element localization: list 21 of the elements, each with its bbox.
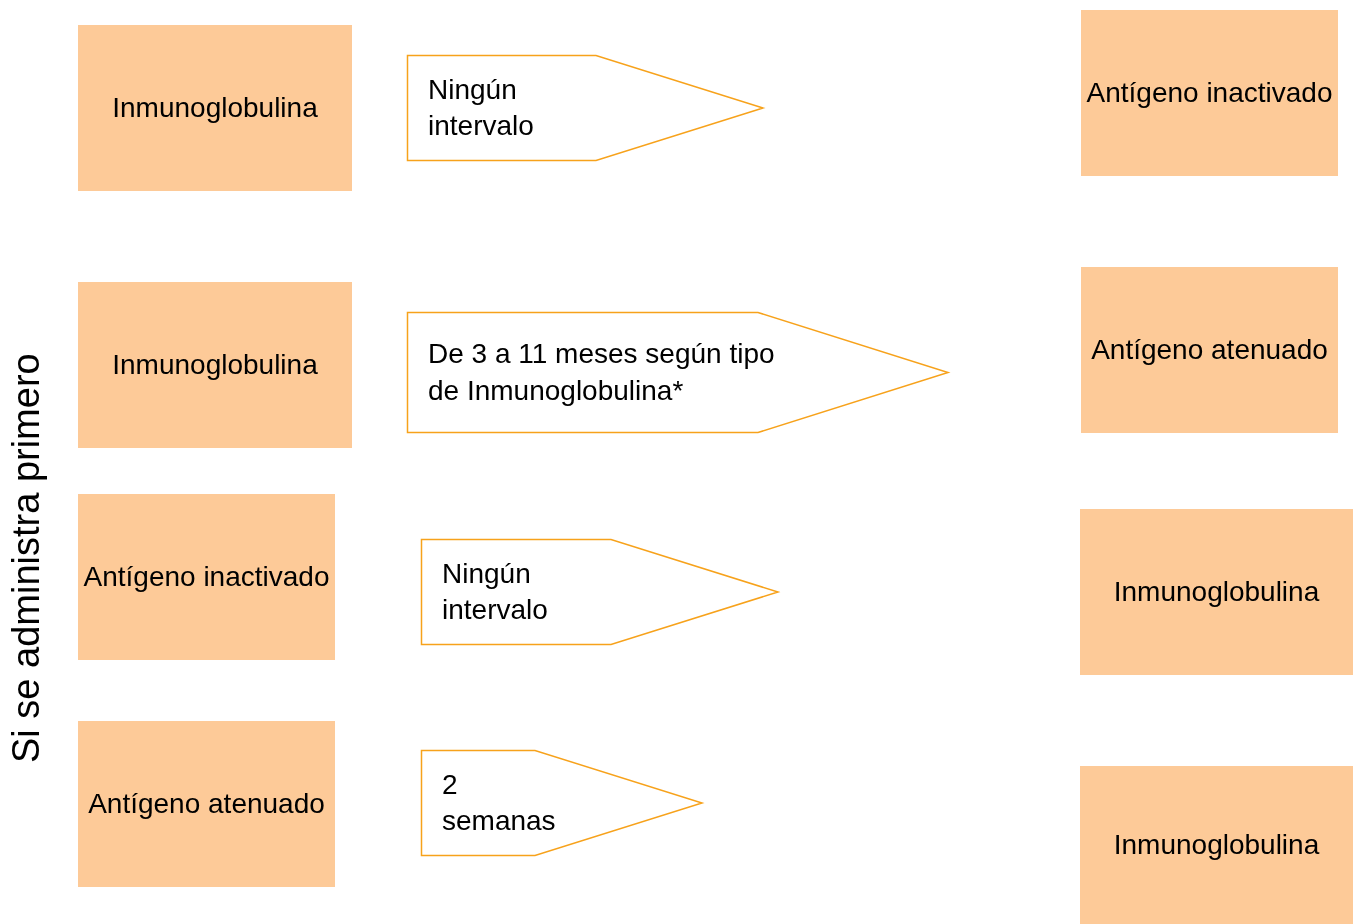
vaccine-box [78, 721, 335, 887]
box-label: Antígeno inactivado [1086, 75, 1333, 110]
interval-text: 2 semanas [441, 767, 555, 838]
interval-text: Ningún intervalo [441, 556, 549, 627]
box-label: Inmunoglobulina [111, 90, 319, 125]
interval-text: Ningún intervalo [427, 72, 535, 143]
box-label: Inmunoglobulina [1112, 827, 1321, 862]
vaccine-box [1081, 267, 1338, 433]
vaccine-box [78, 25, 352, 191]
vaccine-box [1080, 766, 1353, 924]
vaccine-box [78, 282, 352, 448]
interval-text: De 3 a 11 meses según tipo de Inmunoglobulina* [427, 337, 776, 408]
vaccine-box [78, 494, 335, 660]
box-label: Antígeno atenuado [87, 786, 326, 821]
axis-title: Si se administra primero [5, 353, 48, 763]
vaccine-box [1080, 509, 1353, 675]
box-label: Inmunoglobulina [1112, 574, 1321, 609]
box-label: Antígeno atenuado [1090, 332, 1329, 367]
box-label: Antígeno inactivado [83, 559, 330, 594]
vaccine-box [1081, 10, 1338, 176]
box-label: Inmunoglobulina [111, 347, 319, 382]
